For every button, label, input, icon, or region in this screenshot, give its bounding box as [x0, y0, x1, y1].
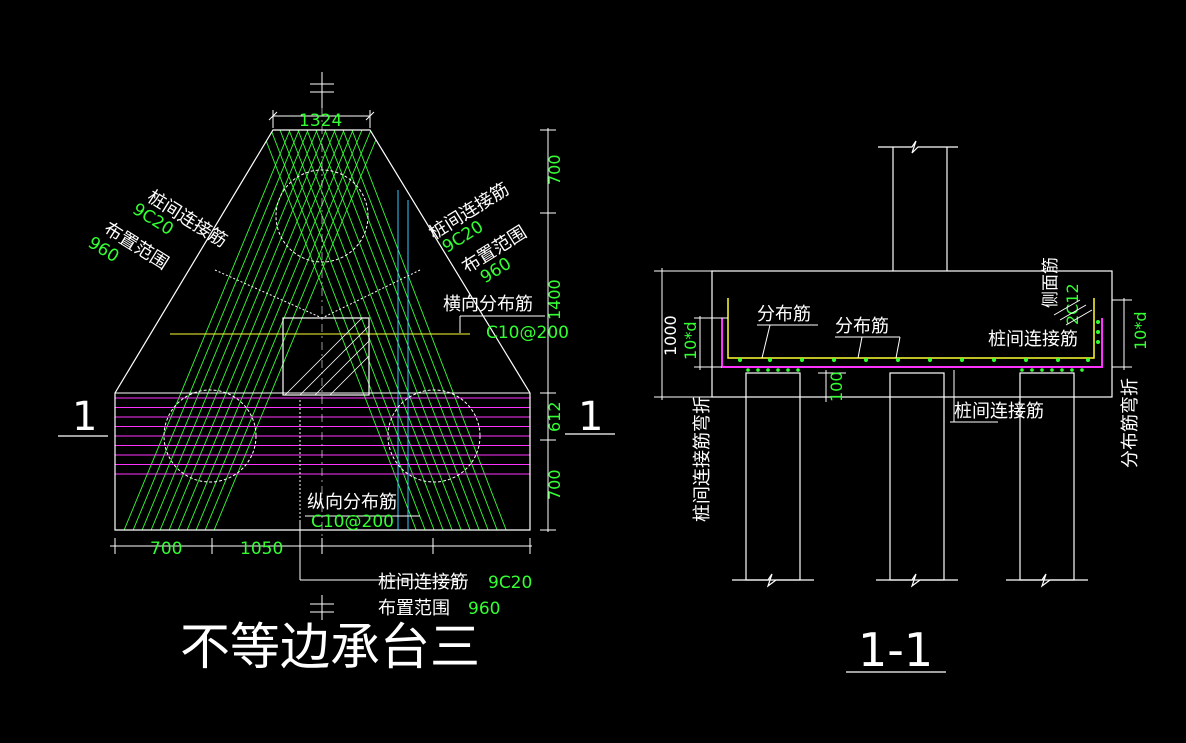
rebar-hatch — [119, 130, 511, 530]
rebar-dot — [992, 358, 996, 362]
rebar-dot — [1030, 368, 1034, 372]
bottom-range-label: 布置范围 — [378, 598, 450, 619]
axis-top — [310, 72, 334, 540]
rebar-dot — [864, 358, 868, 362]
right-vertical-label: 分布筋弯折 — [1120, 378, 1141, 468]
rebar-dot — [1050, 368, 1054, 372]
hatch-line — [351, 130, 511, 530]
hatch-line — [279, 130, 439, 530]
dim-right-bend: 10*d — [1131, 311, 1150, 350]
hatch-line — [333, 130, 493, 530]
rebar-dot — [928, 358, 932, 362]
rebar-dot — [1070, 368, 1074, 372]
dim-right-section — [1112, 298, 1132, 370]
dim-pile-embed: 100 — [827, 371, 846, 402]
rebar-dot — [800, 358, 804, 362]
dim-bottom-1050: 1050 — [240, 539, 283, 559]
rebar-dot — [1056, 358, 1060, 362]
piles-section — [732, 372, 1088, 588]
pile-right — [387, 389, 481, 483]
bottom-rebar-spec: 9C20 — [488, 573, 532, 593]
rebar-dot — [746, 368, 750, 372]
hatch-line — [164, 130, 336, 530]
dim-right-chain — [540, 128, 556, 532]
pile-left — [163, 389, 257, 483]
rebar-dot — [756, 368, 760, 372]
section-mark-right: 1 — [578, 394, 603, 440]
rebar-dot — [796, 368, 800, 372]
rebar-dot — [1020, 368, 1024, 372]
cap-section-outline — [711, 270, 1113, 398]
side-rebar-dots — [1096, 320, 1100, 344]
rebar-dot — [786, 368, 790, 372]
left-view-title: 不等边承台三 — [180, 618, 480, 676]
bottom-rebar-label: 桩间连接筋 — [378, 572, 468, 593]
rebar-dot — [1086, 358, 1090, 362]
rebar-dot — [768, 358, 772, 362]
column-hatch — [284, 317, 370, 396]
label-group-right: 桩间连接筋 9C20 布置范围 960 — [426, 179, 531, 288]
bottom-rebar-magenta — [721, 318, 1103, 368]
longitudinal-label: 纵向分布筋 — [307, 492, 397, 513]
leader-lines-right — [757, 299, 1093, 423]
dist-rebar-label-1: 分布筋 — [757, 304, 811, 325]
dim-bottom-700: 700 — [150, 539, 182, 559]
rebar-dot — [1080, 368, 1084, 372]
dist-rebar-label-2: 分布筋 — [835, 316, 889, 337]
hatch-line — [119, 130, 291, 530]
dim-right-mid: 1400 — [545, 279, 564, 320]
rebar-dot — [1060, 368, 1064, 372]
hatch-line — [342, 130, 502, 530]
bottom-range-val: 960 — [468, 599, 500, 619]
hatch-line — [288, 130, 448, 530]
dim-right-612: 612 — [545, 401, 564, 432]
dim-left-section — [654, 268, 846, 402]
tie-line-left — [214, 269, 323, 319]
hatch-line — [146, 130, 318, 530]
dim-left-bend: 10*d — [681, 321, 700, 360]
dim-top-label: 1324 — [299, 111, 342, 131]
rebar-dot — [1024, 358, 1028, 362]
rebar-dot — [1040, 368, 1044, 372]
hatch-line — [297, 130, 457, 530]
pile-link-label-bottom: 桩间连接筋 — [954, 401, 1044, 422]
left-vertical-label: 桩间连接筋弯折 — [692, 396, 713, 522]
rebar-dot — [896, 358, 900, 362]
rebar-dot — [832, 358, 836, 362]
rebar-dot — [766, 368, 770, 372]
pile-link-label-top: 桩间连接筋 — [988, 329, 1078, 350]
axis-bottom — [310, 595, 334, 620]
leader-lines-left — [299, 315, 545, 581]
hatch-line — [324, 130, 484, 530]
right-view-title: 1-1 — [858, 623, 933, 677]
rebar-dots-bottom — [746, 368, 1084, 372]
hatch-line — [173, 130, 345, 530]
hatch-line — [155, 130, 327, 530]
rebar-dot — [738, 358, 742, 362]
transverse-label: 横向分布筋 — [443, 294, 533, 315]
transverse-spec: C10@200 — [486, 323, 569, 343]
rebar-dot — [960, 358, 964, 362]
dim-height: 1000 — [661, 315, 680, 356]
longitudinal-spec: C10@200 — [311, 512, 394, 532]
distribution-rebar-yellow — [727, 298, 1095, 359]
dim-right-top: 700 — [545, 154, 564, 185]
dim-right-bottom: 700 — [545, 469, 564, 500]
hatch-line — [306, 130, 466, 530]
section-mark-left: 1 — [72, 394, 97, 440]
hatch-line — [182, 130, 354, 530]
side-rebar-label: 侧面筋 — [1041, 257, 1061, 308]
hatch-line — [191, 130, 363, 530]
hatch-line — [128, 130, 300, 530]
column-section — [878, 140, 958, 271]
dim-top — [268, 110, 375, 128]
label-group-left: 桩间连接筋 9C20 布置范围 960 — [84, 186, 231, 274]
rebar-dots-top — [738, 358, 1090, 362]
dim-bottom-chain — [110, 538, 532, 554]
right-section-view: 1000 10*d 100 10*d 分布筋 分布筋 桩间连接筋 桩间连接筋 侧… — [654, 140, 1150, 677]
rebar-dot — [776, 368, 780, 372]
hatch-line — [200, 130, 372, 530]
left-plan-view: 1324 700 1400 612 700 700 1050 1 1 — [58, 72, 615, 676]
